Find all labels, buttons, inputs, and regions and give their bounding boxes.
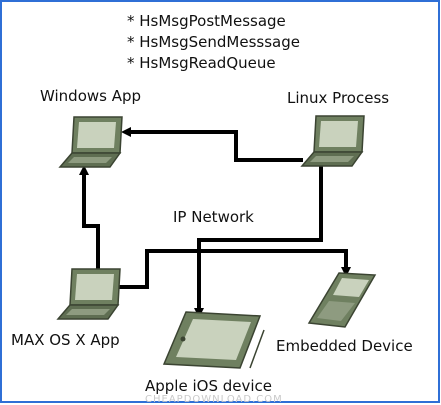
ios-tablet-icon [162,311,265,369]
mac-laptop-icon [56,268,121,320]
network-label: IP Network [173,208,254,226]
function-item: * HsMsgReadQueue [127,54,276,72]
edge-linux-to-ios [194,166,323,318]
edge-linux-to-windows [121,127,303,162]
function-item: * HsMsgPostMessage [127,12,286,30]
embedded-device-label: Embedded Device [276,337,413,355]
embedded-device-icon [307,272,377,328]
watermark: CHEAPDOWNLOAD.COM [145,394,283,405]
windows-app-label: Windows App [40,87,141,105]
ios-device-label: Apple iOS device [145,377,272,395]
function-item: * HsMsgSendMesssage [127,33,300,51]
edge-mac-to-windows [79,165,100,270]
edge-mac-to-embedded [118,249,351,289]
windows-laptop-icon [58,116,123,168]
linux-process-label: Linux Process [287,89,389,107]
linux-laptop-icon [300,115,365,167]
connections [79,127,351,318]
mac-app-label: MAX OS X App [11,331,120,349]
